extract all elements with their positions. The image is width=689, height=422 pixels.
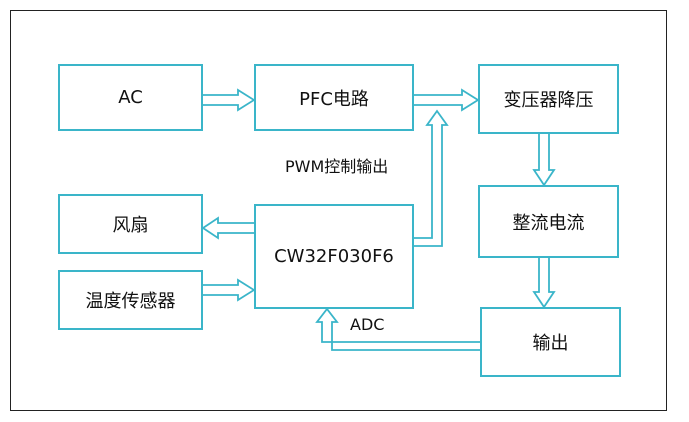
output-box: 输出	[480, 307, 621, 377]
mcu-box: CW32F030F6	[254, 204, 414, 309]
arrow-mcu-to-fan	[201, 216, 254, 240]
diagram-frame	[10, 10, 667, 411]
mcu-label: CW32F030F6	[274, 246, 394, 267]
arrow-transformer-to-rectifier	[532, 134, 556, 187]
pfc-box: PFC电路	[254, 64, 414, 131]
rectifier-box: 整流电流	[478, 185, 619, 258]
arrow-pfc-to-transformer	[414, 88, 480, 112]
pwm-label: PWM控制输出	[285, 157, 389, 176]
arrow-sensor-to-mcu	[203, 278, 256, 302]
output-label: 输出	[532, 333, 569, 354]
transformer-box: 变压器降压	[478, 64, 619, 134]
adc-label: ADC	[350, 315, 385, 334]
pfc-label: PFC电路	[299, 88, 369, 110]
ac-box: AC	[58, 64, 203, 131]
arrow-rectifier-to-output	[532, 258, 556, 309]
fan-box: 风扇	[58, 194, 203, 254]
ac-label: AC	[118, 87, 143, 108]
rectifier-label: 整流电流	[512, 212, 585, 234]
arrow-mcu-to-pfc	[414, 109, 449, 247]
arrow-ac-to-pfc	[203, 88, 256, 112]
temp-sensor-box: 温度传感器	[58, 270, 203, 330]
transformer-label: 变压器降压	[503, 90, 594, 111]
fan-label: 风扇	[112, 215, 149, 236]
arrow-output-to-mcu	[315, 307, 480, 351]
temp-sensor-label: 温度传感器	[85, 291, 176, 312]
